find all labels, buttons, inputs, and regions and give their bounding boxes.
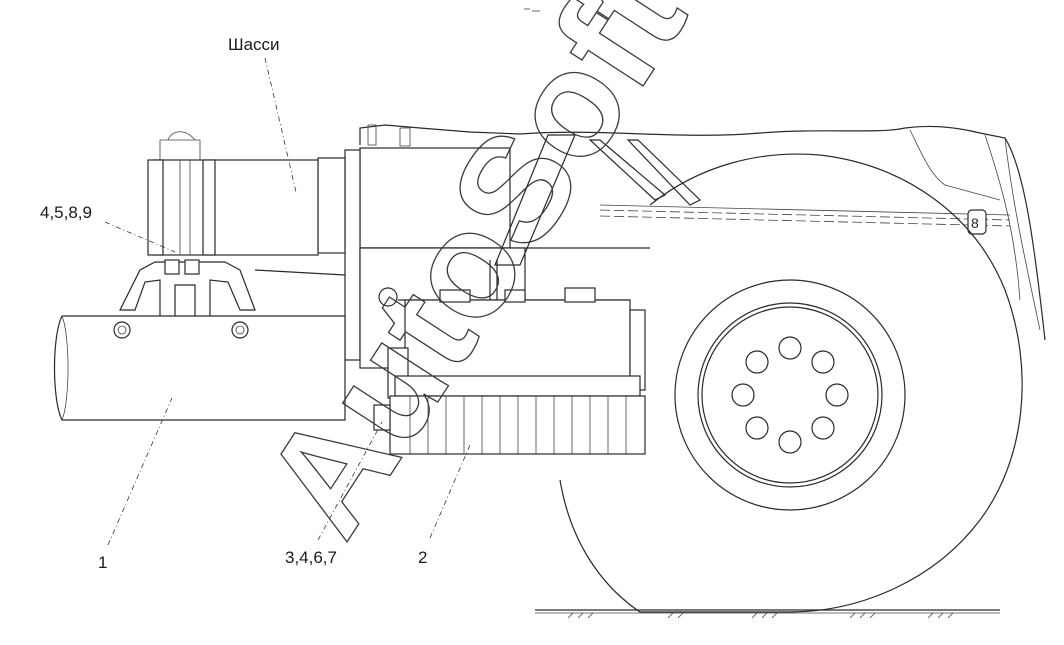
vehicle-body: 8 <box>359 124 1046 341</box>
label-part-2: 2 <box>418 548 427 567</box>
wheel-nuts <box>731 336 849 454</box>
clamp-bracket <box>119 131 346 321</box>
label-parts-4-5-8-9: 4,5,8,9 <box>40 203 92 222</box>
label-part-1: 1 <box>98 553 107 572</box>
label-parts-3-4-6-7: 3,4,6,7 <box>285 548 337 567</box>
ground-line <box>535 609 1000 619</box>
label-chassis: Шасси <box>228 35 280 54</box>
wheel <box>559 153 1023 613</box>
svg-text:8: 8 <box>971 215 979 231</box>
watermark: AutoSoft <box>231 0 717 562</box>
battery-box <box>373 287 646 455</box>
battery-box-ribs <box>409 396 627 454</box>
top-mark <box>524 8 540 12</box>
cylinder-tank <box>53 315 346 421</box>
leader-lines <box>104 57 471 546</box>
